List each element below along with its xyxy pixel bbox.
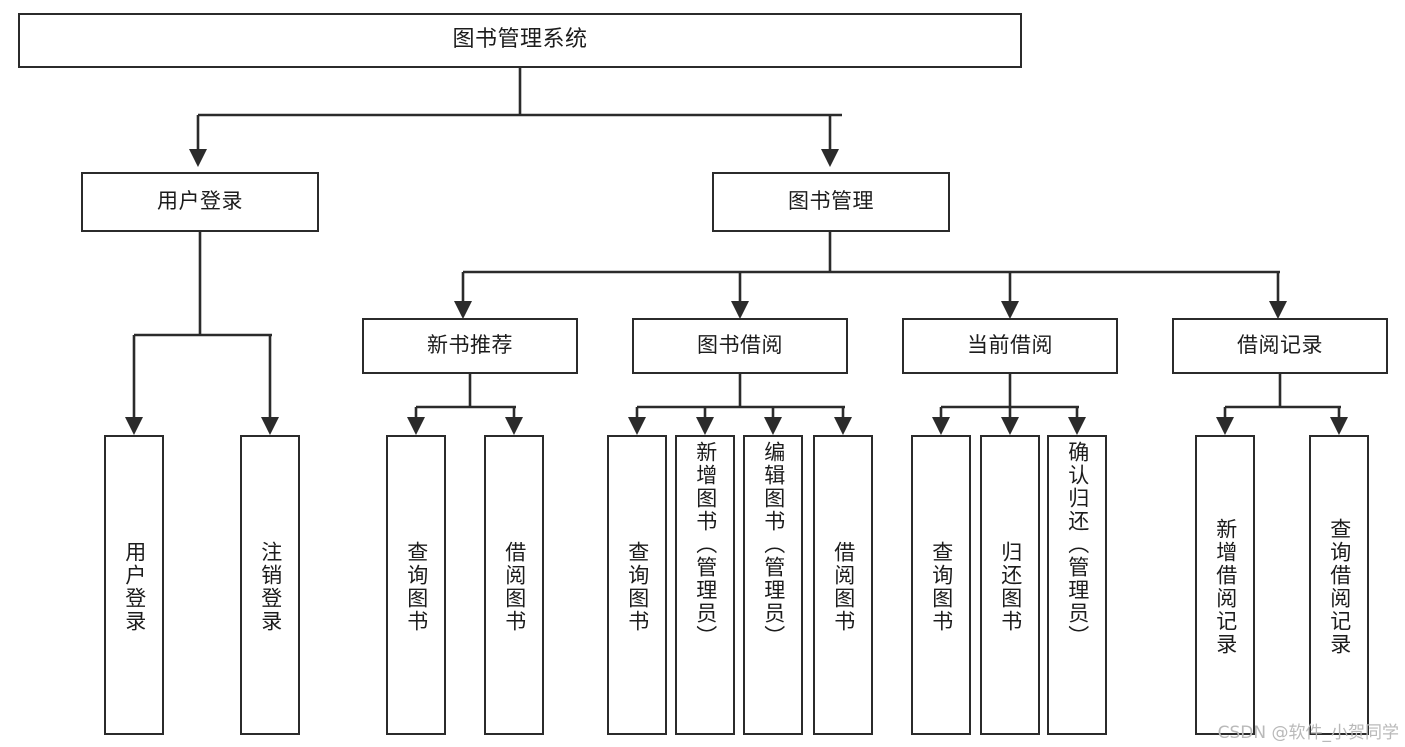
node-label: 用户登录 [122,541,147,633]
node-user-login[interactable]: 用户登录 [81,172,319,232]
node-borrow-record[interactable]: 借阅记录 [1172,318,1388,374]
node-book-borrow[interactable]: 图书借阅 [632,318,848,374]
node-label: 归还图书 [998,541,1023,633]
node-label: 注销登录 [258,541,283,633]
leaf-borrow-edit-book-admin[interactable]: 编辑图书（管理员） [743,435,803,735]
node-label: 查询图书 [929,541,954,633]
leaf-current-query-book[interactable]: 查询图书 [911,435,971,735]
node-label: 编辑图书（管理员） [761,441,786,648]
node-label: 查询借阅记录 [1327,518,1352,656]
node-label: 查询图书 [625,541,650,633]
watermark: CSDN @软件_小贺同学 [1217,723,1399,743]
leaf-record-query-borrow-record[interactable]: 查询借阅记录 [1309,435,1369,735]
leaf-recommend-query-book[interactable]: 查询图书 [386,435,446,735]
leaf-borrow-query-book[interactable]: 查询图书 [607,435,667,735]
node-new-book-recommend[interactable]: 新书推荐 [362,318,578,374]
leaf-current-confirm-return-admin[interactable]: 确认归还（管理员） [1047,435,1107,735]
node-current-borrow[interactable]: 当前借阅 [902,318,1118,374]
leaf-record-add-borrow-record[interactable]: 新增借阅记录 [1195,435,1255,735]
node-label: 新增借阅记录 [1213,518,1238,656]
node-label: 图书管理系统 [452,27,588,53]
node-label: 查询图书 [404,541,429,633]
node-book-management[interactable]: 图书管理 [712,172,950,232]
node-root-system[interactable]: 图书管理系统 [18,13,1022,68]
leaf-borrow-borrow-book[interactable]: 借阅图书 [813,435,873,735]
node-label: 借阅图书 [831,541,856,633]
node-label: 用户登录 [157,189,243,214]
node-label: 新书推荐 [427,333,513,358]
node-label: 图书借阅 [697,333,783,358]
leaf-borrow-add-book-admin[interactable]: 新增图书（管理员） [675,435,735,735]
leaf-recommend-borrow-book[interactable]: 借阅图书 [484,435,544,735]
leaf-logout[interactable]: 注销登录 [240,435,300,735]
leaf-current-return-book[interactable]: 归还图书 [980,435,1040,735]
node-label: 借阅图书 [502,541,527,633]
node-label: 图书管理 [788,189,874,214]
node-label: 当前借阅 [967,333,1053,358]
node-label: 确认归还（管理员） [1065,441,1090,648]
node-label: 借阅记录 [1237,333,1323,358]
leaf-user-login[interactable]: 用户登录 [104,435,164,735]
node-label: 新增图书（管理员） [693,441,718,648]
